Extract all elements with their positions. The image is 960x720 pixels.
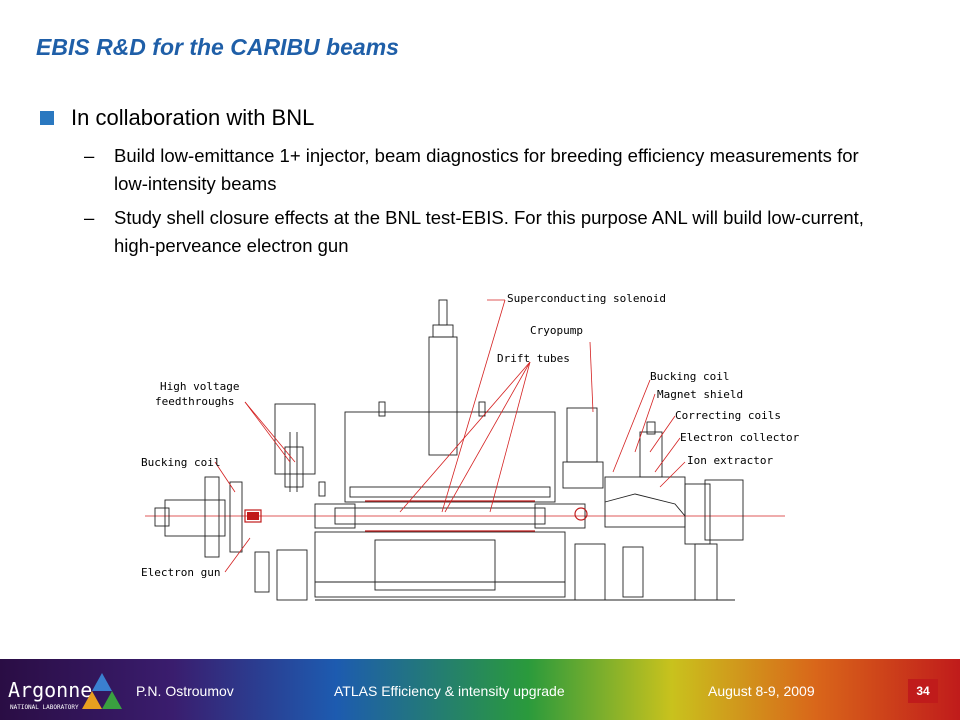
dash-icon: – (84, 207, 95, 228)
label-cryopump: Cryopump (530, 324, 583, 337)
ebis-engineering-drawing: Superconducting solenoid Cryopump Drift … (141, 292, 800, 601)
argonne-logo: Argonne NATIONAL LABORATORY (8, 673, 122, 711)
label-electron-gun: Electron gun (141, 566, 220, 579)
logo-wordmark: Argonne (8, 678, 92, 702)
label-magnet-shield: Magnet shield (657, 388, 743, 401)
sub-bullet-2-text: Study shell closure effects at the BNL t… (114, 207, 864, 256)
label-feedthroughs: feedthroughs (155, 395, 234, 408)
label-correcting-coils: Correcting coils (675, 409, 781, 422)
main-bullet-text: In collaboration with BNL (71, 105, 315, 130)
sub-bullet-1: – Build low-emittance 1+ injector, beam … (84, 142, 894, 198)
footer-talk-title: ATLAS Efficiency & intensity upgrade (334, 683, 565, 699)
main-bullet: In collaboration with BNL (40, 105, 314, 131)
label-drift-tubes: Drift tubes (497, 352, 570, 365)
dash-icon: – (84, 145, 95, 166)
label-high-voltage: High voltage (160, 380, 239, 393)
label-ion-extractor: Ion extractor (687, 454, 773, 467)
footer-date: August 8-9, 2009 (708, 683, 815, 699)
sub-bullet-1-text: Build low-emittance 1+ injector, beam di… (114, 145, 859, 194)
sub-bullet-2: – Study shell closure effects at the BNL… (84, 204, 906, 260)
label-bucking-coil-right: Bucking coil (650, 370, 729, 383)
footer-author: P.N. Ostroumov (136, 683, 234, 699)
footer-bar: Argonne NATIONAL LABORATORY P.N. Ostroum… (0, 659, 960, 720)
bullet-square-icon (40, 111, 54, 125)
logo-subtext: NATIONAL LABORATORY (10, 704, 79, 711)
label-superconducting-solenoid: Superconducting solenoid (507, 292, 666, 305)
page-number: 34 (908, 679, 938, 703)
label-electron-collector: Electron collector (680, 431, 800, 444)
slide-title: EBIS R&D for the CARIBU beams (36, 34, 399, 60)
label-bucking-coil-left: Bucking coil (141, 456, 220, 469)
